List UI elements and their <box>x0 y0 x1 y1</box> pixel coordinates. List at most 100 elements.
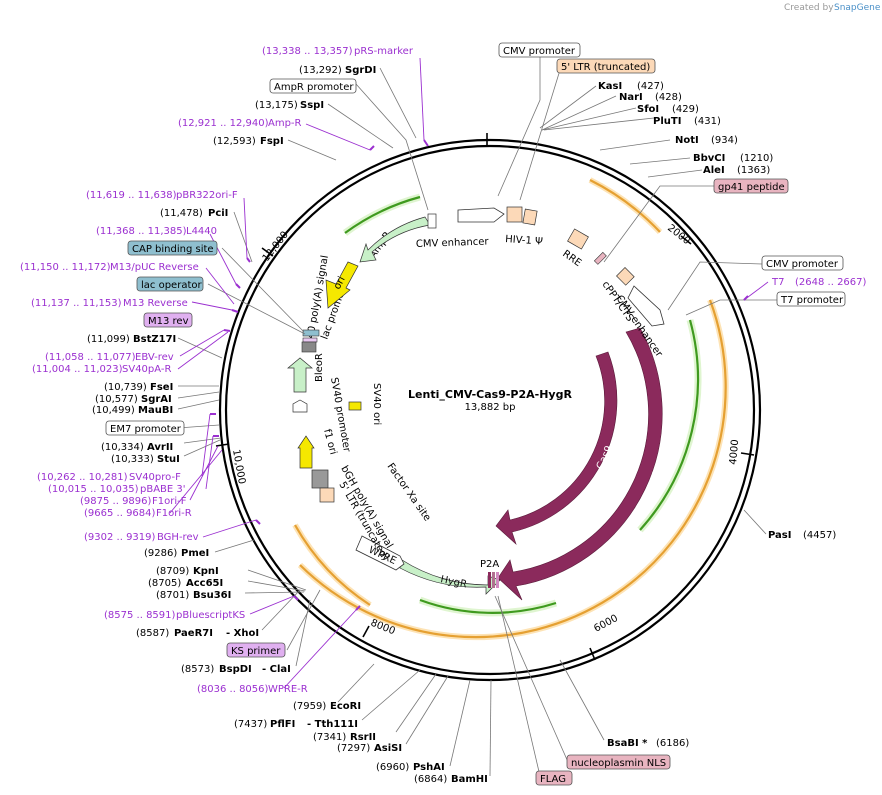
box-cmv-promoter-right: CMV promoter <box>766 259 839 270</box>
primer-range: (11,150 .. 11,172) <box>20 262 111 273</box>
hiv-psi-label: HIV-1 Ψ <box>505 234 544 248</box>
primer-range: (8036 .. 8056) <box>197 684 269 695</box>
primer-name: SV40pA-R <box>122 364 171 375</box>
site-name-2: - ClaI <box>262 664 291 675</box>
boxed-labels: CMV promoter 5' LTR (truncated) gp41 pep… <box>105 42 846 786</box>
f1-ori-label: f1 ori <box>321 428 338 456</box>
primer-name: F1ori-F <box>152 496 187 507</box>
rre-label: RRE <box>560 248 583 269</box>
site-name: PluTI <box>653 116 681 127</box>
ampr-arrow <box>359 216 431 263</box>
primer-name: pRS-marker <box>354 46 414 57</box>
site-pos: (11,099) <box>87 334 130 345</box>
green-feature-arcs <box>342 193 702 617</box>
tick-label-4000: 4000 <box>728 439 741 465</box>
box-ampr-promoter: AmpR promoter <box>274 82 354 93</box>
site-name: MauBI <box>138 405 173 416</box>
primer-name: L4440 <box>186 226 217 237</box>
leader-lines <box>177 56 778 777</box>
gp41-block <box>593 251 607 265</box>
box-ltr-top: 5' LTR (truncated) <box>561 62 650 73</box>
box-flag: FLAG <box>540 774 566 785</box>
site-name: AsiSI <box>374 743 402 754</box>
plasmid-name: Lenti_CMV-Cas9-P2A-HygR <box>408 388 572 401</box>
site-pos: (10,577) <box>95 394 138 405</box>
box-t7-promoter: T7 promoter <box>780 295 844 306</box>
hygr-label: HygR <box>439 574 467 590</box>
primer-name: Amp-R <box>268 118 302 129</box>
site-pos: (429) <box>672 104 699 115</box>
primer-range: (11,137 .. 11,153) <box>31 298 122 309</box>
ampr-promoter-block <box>427 213 437 229</box>
site-pos: (6864) <box>414 774 447 785</box>
primer-range: (10,262 .. 10,281) <box>37 472 128 483</box>
backbone-inner-ring <box>224 144 756 676</box>
site-name: RsrII <box>350 732 376 743</box>
primer-range: (11,058 .. 11,077) <box>45 352 136 363</box>
site-pos: (8701) <box>156 590 189 601</box>
site-pos: (13,292) <box>299 65 342 76</box>
factor-xa-label: Factor Xa site <box>385 461 433 523</box>
site-name: BspDI <box>219 664 252 675</box>
bleor-feature: BleoR <box>287 353 325 413</box>
site-pos: (13,175) <box>255 100 298 111</box>
site-name: NarI <box>619 92 643 103</box>
site-pos: (10,739) <box>104 382 147 393</box>
site-name: SgrDI <box>345 65 376 76</box>
site-name: AvrII <box>147 442 173 453</box>
sv40-ori-block <box>348 401 362 411</box>
primer-name: M13 Reverse <box>123 298 188 309</box>
box-em7-promoter: EM7 promoter <box>110 424 182 435</box>
box-cap-binding: CAP binding site <box>132 244 214 255</box>
site-name: NotI <box>675 135 699 146</box>
created-by-text: Created by <box>784 3 834 13</box>
site-name: PaeR7I <box>174 628 213 639</box>
site-pos: (8573) <box>181 664 214 675</box>
primer-name: SV40pro-F <box>129 472 181 483</box>
site-name: SgrAI <box>141 394 172 405</box>
box-nucleoplasmin: nucleoplasmin NLS <box>571 758 666 769</box>
cmv-enhancer-arrow-1 <box>457 207 505 223</box>
site-name: PshAI <box>413 762 445 773</box>
site-name: BstZ17I <box>133 334 176 345</box>
cas9-arrows: Cas9 Cas9 <box>495 327 663 601</box>
ori-label: ori <box>332 275 348 292</box>
site-pos: (11,478) <box>160 208 203 219</box>
primer-range: (10,015 .. 10,035) <box>48 484 139 495</box>
tick-marks <box>215 133 755 661</box>
primer-markers <box>210 139 749 611</box>
site-name: BsaBI * <box>607 738 648 749</box>
site-pos: (7437) <box>234 719 267 730</box>
site-pos: (7297) <box>337 743 370 754</box>
ltr-trunc-block <box>319 487 335 503</box>
site-pos: (7341) <box>313 732 346 743</box>
rre-block <box>567 228 589 250</box>
sv40-polya-block <box>301 341 317 353</box>
site-pos: (9286) <box>144 548 177 559</box>
box-gp41: gp41 peptide <box>718 182 785 193</box>
snapgene-logo-text: SnapGene <box>834 3 881 13</box>
site-name: BbvCI <box>693 153 725 164</box>
primer-name: EBV-rev <box>135 352 174 363</box>
bgh-polya-block <box>311 469 329 489</box>
box-ks-primer: KS primer <box>231 646 281 657</box>
site-name: PmeI <box>181 548 209 559</box>
cmv-enhancer-arrow-2 <box>627 285 665 327</box>
box-m13-rev: M13 rev <box>148 316 189 327</box>
hiv-psi-block <box>522 208 538 226</box>
orange-feature-arcs <box>292 177 729 641</box>
primer-range: (13,338 .. 13,357) <box>262 46 353 57</box>
ltr-5-block <box>506 206 523 223</box>
primer-name: BGH-rev <box>157 532 199 543</box>
tick-label-12000: 12,000 <box>261 229 291 263</box>
cmv-enhancer-label-1: CMV enhancer <box>416 236 490 250</box>
site-name: StuI <box>157 454 180 465</box>
primer-name: T7 <box>771 277 784 288</box>
site-name: BamHI <box>451 774 488 785</box>
site-name: Bsu36I <box>193 590 231 601</box>
lac-operator-block <box>302 337 318 343</box>
sv40-ori-label: SV40 ori <box>371 383 382 425</box>
cppt-block <box>616 267 635 286</box>
site-name: PciI <box>208 208 228 219</box>
